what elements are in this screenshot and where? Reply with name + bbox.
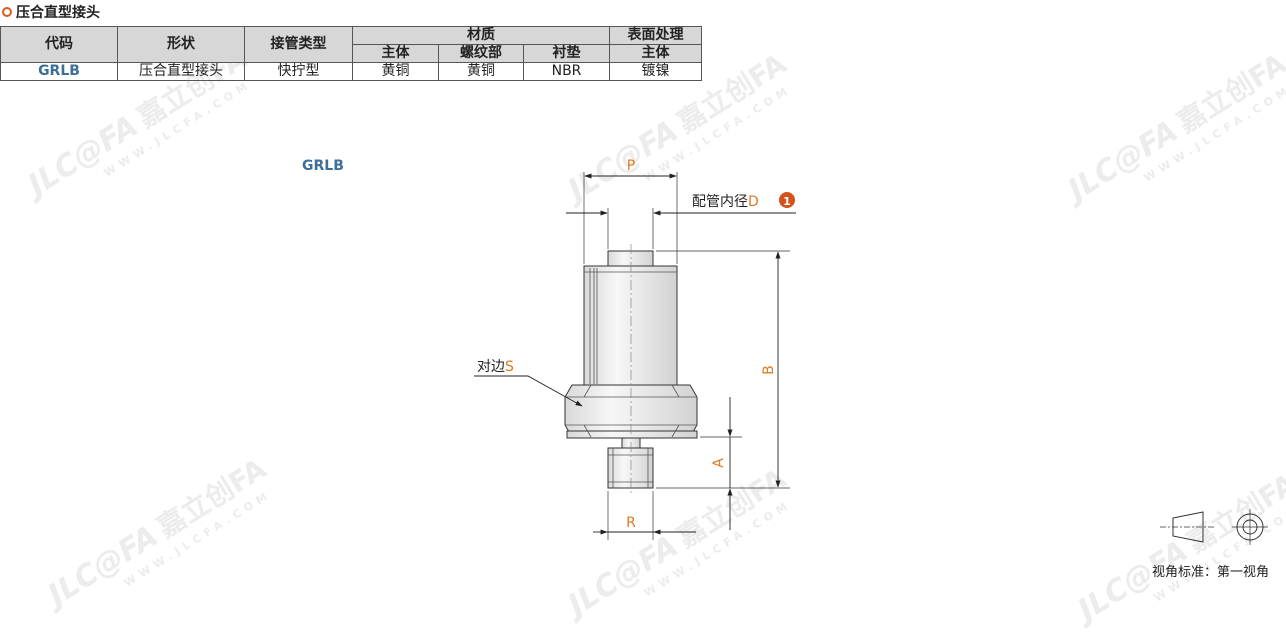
section-label: GRLB xyxy=(302,158,344,174)
callout-hex-letter: S xyxy=(505,359,514,375)
dim-label-p: P xyxy=(627,158,635,174)
cell-code: GRLB xyxy=(0,62,118,81)
note-badge-number: 1 xyxy=(783,195,791,208)
cell-thread: 黄铜 xyxy=(438,62,524,81)
dim-label-b: B xyxy=(761,365,777,375)
cell-body: 黄铜 xyxy=(352,62,439,81)
technical-drawing: P R B A 配管内径D 1 对边S xyxy=(474,158,1268,545)
cell-gasket: NBR xyxy=(523,62,610,81)
dim-label-r: R xyxy=(626,515,636,531)
header-thread: 螺纹部 xyxy=(438,44,524,63)
callout-pipe-letter: D xyxy=(748,194,759,210)
pipe-stub xyxy=(607,250,654,267)
dim-label-a: A xyxy=(711,458,727,468)
header-code: 代码 xyxy=(0,26,118,63)
cell-shape: 压合直型接头 xyxy=(117,62,245,81)
note-badge-icon xyxy=(779,192,795,208)
callout-pipe-text: 配管内径 xyxy=(692,194,748,210)
page-title-text: 压合直型接头 xyxy=(16,5,100,21)
projection-label: 视角标准：第一视角 xyxy=(1152,565,1270,580)
spec-table: 代码 形状 接管类型 材质 表面处理 主体 螺纹部 衬垫 主体 GRLB 压合直… xyxy=(0,26,702,81)
header-shape: 形状 xyxy=(117,26,245,63)
cell-surface: 镀镍 xyxy=(609,62,702,81)
cell-type: 快拧型 xyxy=(244,62,353,81)
callout-pipe-diameter: 配管内径D xyxy=(692,194,759,210)
header-gasket: 衬垫 xyxy=(523,44,610,63)
projection-symbol-icon xyxy=(1160,509,1268,545)
body-cylinder xyxy=(583,265,678,386)
circle-icon xyxy=(2,7,12,17)
table-header-row: 代码 形状 接管类型 材质 表面处理 xyxy=(0,26,702,63)
leader-hex xyxy=(474,375,583,407)
table-subheader-row: 主体 螺纹部 衬垫 主体 xyxy=(1,44,702,63)
table-row: GRLB 压合直型接头 快拧型 黄铜 黄铜 NBR 镀镍 xyxy=(0,62,702,81)
callout-hex-text: 对边 xyxy=(477,359,505,375)
washer xyxy=(566,430,698,439)
callout-hex-width: 对边S xyxy=(477,359,514,375)
page-title: 压合直型接头 xyxy=(2,2,100,22)
